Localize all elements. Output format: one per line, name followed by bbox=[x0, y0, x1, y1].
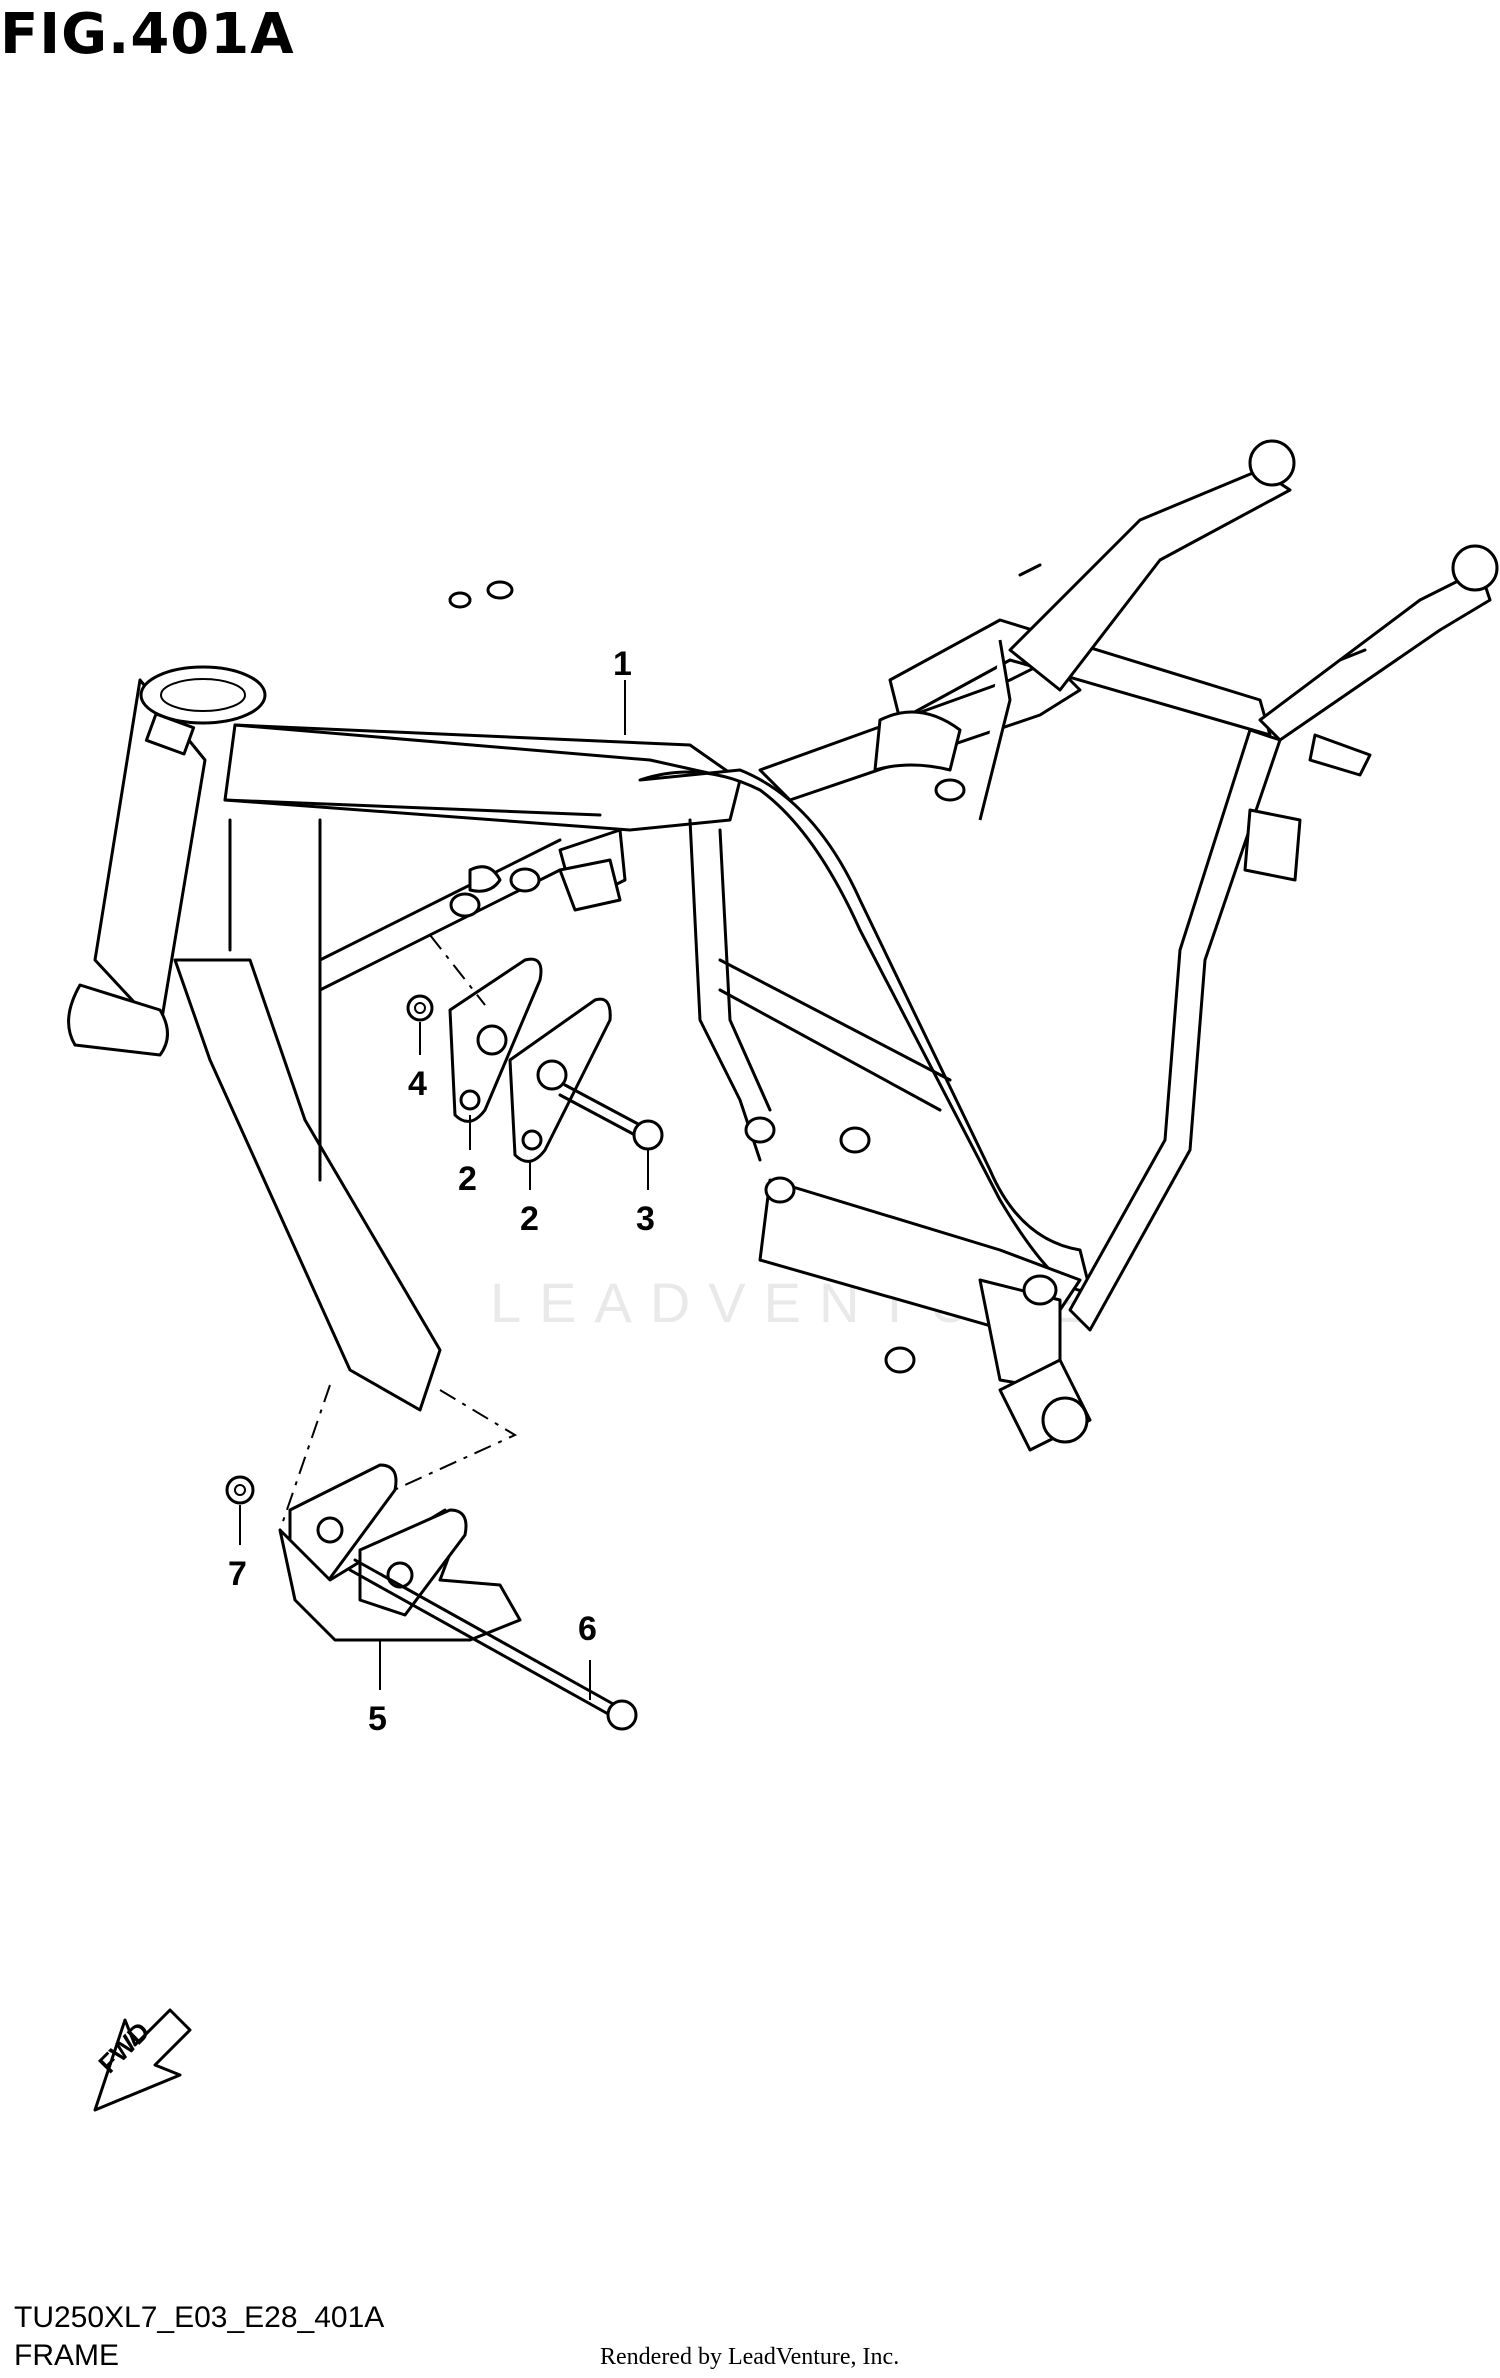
engine-mount-plate-a bbox=[448, 957, 543, 1123]
alignment-line bbox=[349, 1389, 518, 1511]
mount-nut bbox=[406, 994, 434, 1022]
callout-2b: 2 bbox=[520, 1200, 539, 1238]
lower-bracket-bolt bbox=[348, 1558, 638, 1731]
callout-5: 5 bbox=[368, 1700, 387, 1738]
lower-bracket-nut bbox=[225, 1475, 255, 1505]
frame-main bbox=[67, 439, 1499, 1452]
alignment-line bbox=[429, 934, 486, 1006]
alignment-line bbox=[279, 1384, 331, 1531]
leader-lines bbox=[239, 680, 649, 1700]
callout-4: 4 bbox=[408, 1065, 427, 1103]
fwd-arrow-icon: FWD bbox=[92, 2008, 192, 2112]
engine-mount-plate-b bbox=[508, 997, 612, 1163]
callout-7: 7 bbox=[228, 1555, 247, 1593]
callout-2a: 2 bbox=[458, 1160, 477, 1198]
part-group-label: FRAME bbox=[14, 2339, 119, 2372]
diagram-code: TU250XL7_E03_E28_401A bbox=[14, 2301, 385, 2334]
callout-3: 3 bbox=[636, 1200, 655, 1238]
credit-text: Rendered by LeadVenture, Inc. bbox=[600, 2344, 900, 2370]
callout-6: 6 bbox=[578, 1610, 597, 1648]
callout-1: 1 bbox=[613, 645, 632, 683]
lower-engine-bracket bbox=[278, 1463, 522, 1642]
mount-bolt bbox=[558, 1083, 664, 1151]
figure-title: FIG.401A bbox=[0, 2, 295, 67]
